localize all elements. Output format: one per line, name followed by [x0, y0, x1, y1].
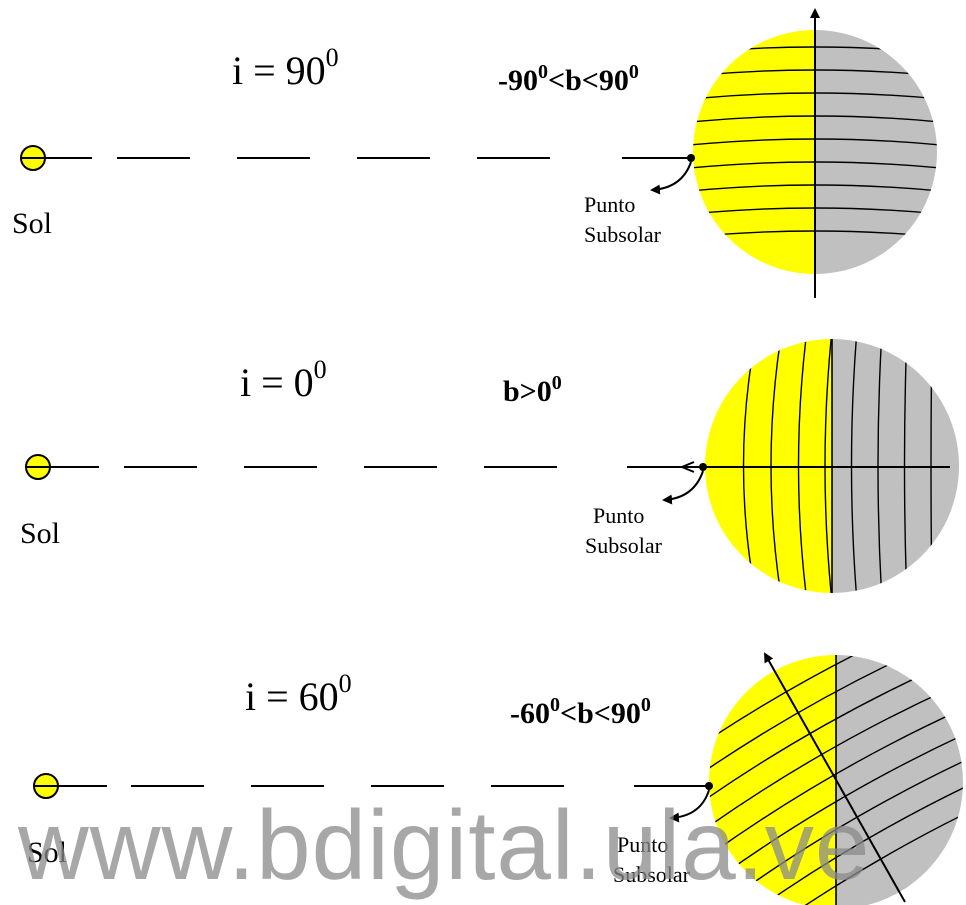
inclination-label: i = 00 — [240, 355, 327, 405]
latitude-range-label: -900<b<900 — [498, 61, 639, 97]
subsolar-arrow — [662, 470, 704, 505]
panel-i0: i = 00 b>00 Sol — [20, 339, 959, 593]
watermark-text: www.bdigital.ula.ve — [18, 790, 871, 900]
latitude-range-label: -600<b<900 — [510, 694, 651, 730]
inclination-label: i = 600 — [245, 669, 352, 719]
subsolar-point — [699, 463, 707, 471]
axis-arrow-icon — [679, 461, 695, 473]
subsolar-label: Punto Subsolar — [584, 192, 662, 247]
subsolar-point — [687, 154, 695, 162]
subsolar-arrow — [669, 789, 710, 823]
sun-label: Sol — [12, 207, 52, 240]
dark-hemisphere — [815, 30, 937, 274]
sun-label: Sol — [27, 836, 67, 869]
latitude-range-label: b>00 — [503, 372, 562, 408]
lit-hemisphere — [693, 30, 815, 274]
subsolar-arrow — [650, 161, 692, 195]
subsolar-label: Punto Subsolar — [585, 503, 663, 558]
subsolar-label: Punto Subsolar — [613, 832, 691, 887]
rotation-axis — [764, 652, 906, 903]
subsolar-point — [705, 782, 713, 790]
panel-i90: i = 900 -900<b<900 Sol — [12, 8, 937, 298]
planet-globe — [693, 8, 937, 298]
planet-globe — [679, 339, 959, 593]
sun-label: Sol — [20, 517, 60, 550]
inclination-label: i = 900 — [232, 43, 339, 93]
